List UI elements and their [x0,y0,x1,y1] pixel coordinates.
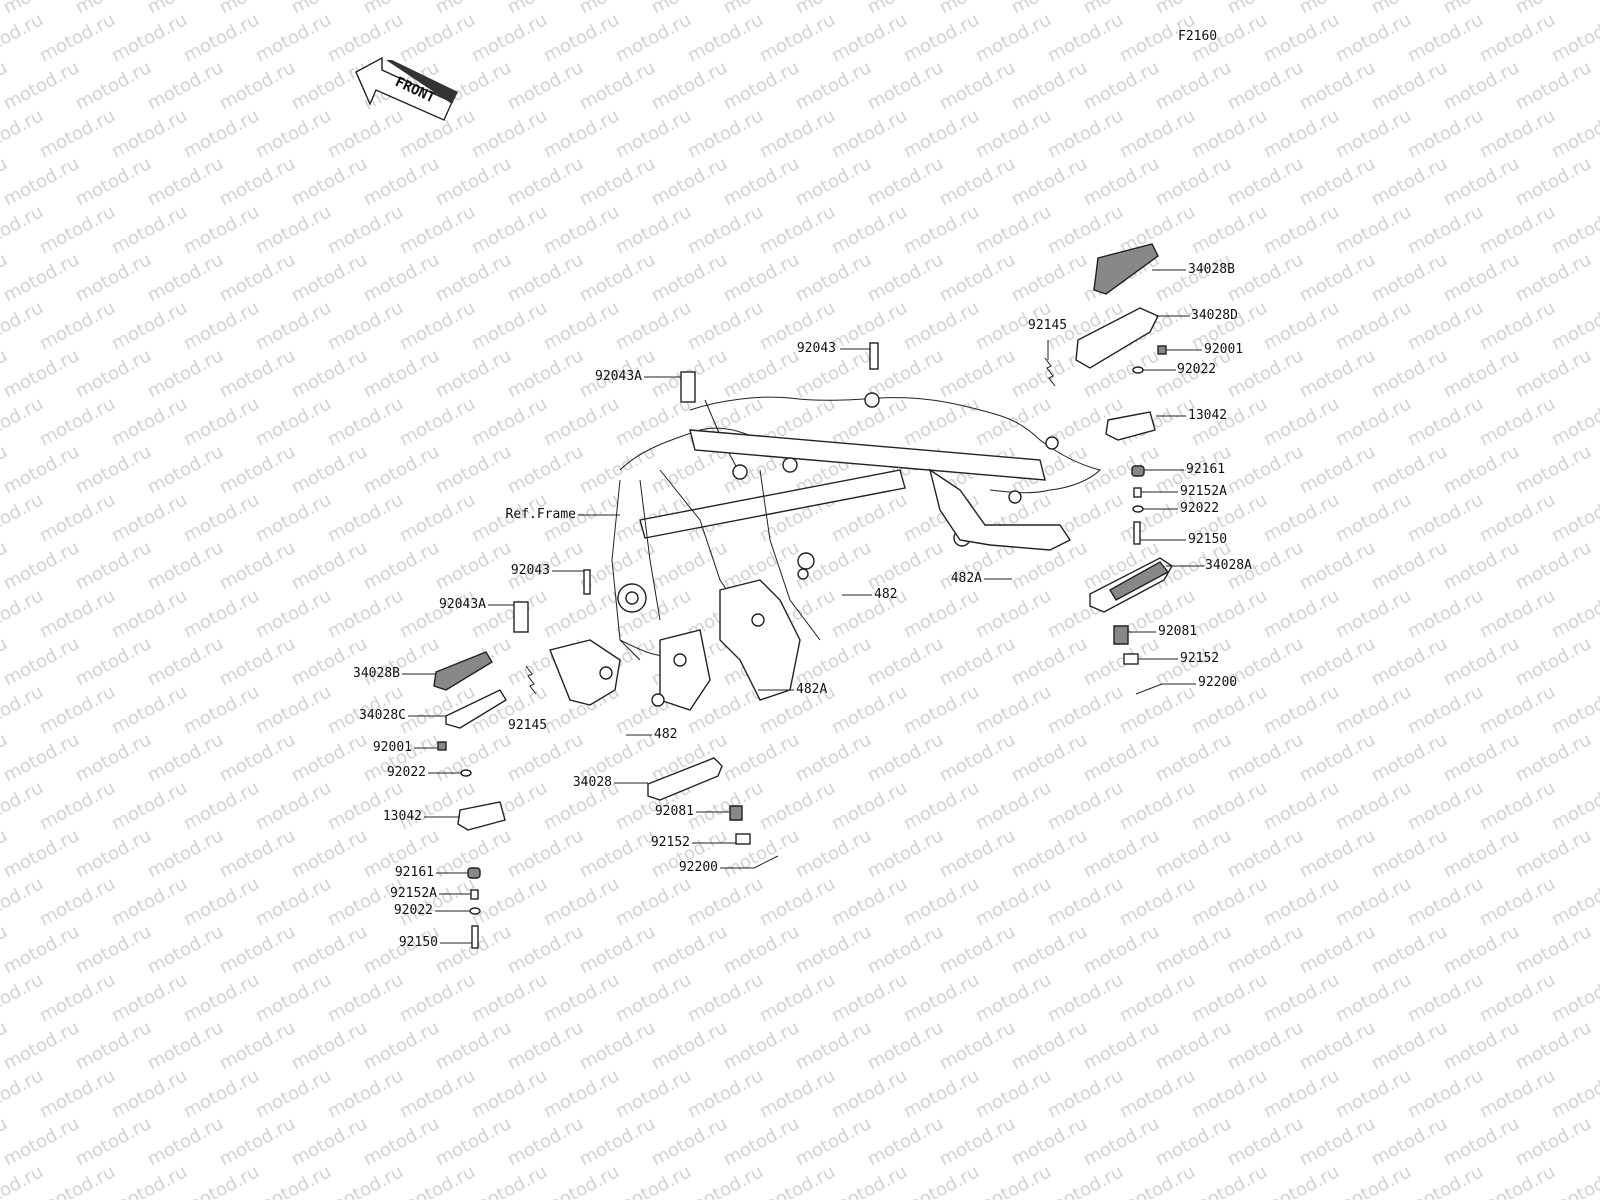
part-label-92001-right: 92001 [1204,342,1244,357]
part-label-34028C-left: 34028C [359,708,406,723]
part-label-92152-right: 92152 [1180,651,1220,666]
part-label-92161-right: 92161 [1186,462,1226,477]
part-label-92200-left: 92200 [678,860,718,875]
part-label-92081-right: 92081 [1158,624,1198,639]
part-label-34028D-right: 34028D [1191,308,1238,323]
part-label-92043-left: 92043 [510,563,550,578]
part-label-34028B-right: 34028B [1188,262,1235,277]
part-label-92145-left: 92145 [508,718,548,733]
part-label-482A-right: 482A [950,571,982,586]
part-label-92150-right: 92150 [1188,532,1228,547]
part-label-92043A-left: 92043A [439,597,486,612]
part-label-92152A-right: 92152A [1180,484,1227,499]
part-label-34028B-left: 34028B [353,666,400,681]
part-label-92081-left: 92081 [654,804,694,819]
part-label-92161-left: 92161 [394,865,434,880]
part-label-92145-right: 92145 [1028,318,1068,333]
part-label-482-right: 482 [874,587,898,602]
part-label-34028A-right: 34028A [1205,558,1252,573]
diagram-code: F2160 [1178,29,1218,44]
left-parts [433,569,779,949]
frame-drawing [549,392,1101,711]
part-label-92022-right-1: 92022 [1177,362,1217,377]
part-label-92001-left: 92001 [372,740,412,755]
front-arrow: FRONT [355,56,458,121]
ref-frame-label: Ref.Frame [505,507,576,522]
part-label-482-left: 482 [654,727,678,742]
part-label-482A-left: 482A [796,682,828,697]
part-label-92152-left: 92152 [650,835,690,850]
part-label-92022-right-2: 92022 [1180,501,1220,516]
part-label-92152A-left: 92152A [390,886,437,901]
part-label-13042-right: 13042 [1188,408,1228,423]
part-label-92150-left: 92150 [398,935,438,950]
part-label-92200-right: 92200 [1198,675,1238,690]
part-label-92043A-right: 92043A [595,369,642,384]
leader-lines [402,269,1204,944]
right-parts [680,243,1173,695]
part-label-92022-left-1: 92022 [386,765,426,780]
part-label-92043-right: 92043 [796,341,836,356]
part-label-92022-left-2: 92022 [393,903,433,918]
part-label-34028-left: 34028 [572,775,612,790]
part-label-13042-left: 13042 [382,809,422,824]
